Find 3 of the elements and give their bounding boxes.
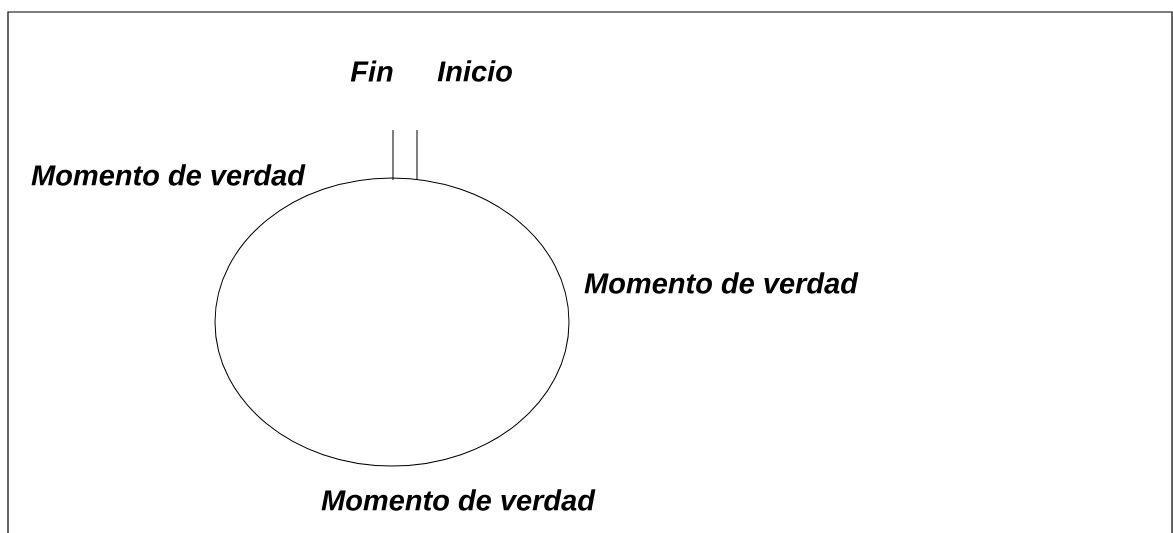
- label-text: Momento de verdad: [31, 164, 306, 186]
- label-text: Inicio: [437, 60, 512, 82]
- label-text: Fin: [350, 60, 393, 82]
